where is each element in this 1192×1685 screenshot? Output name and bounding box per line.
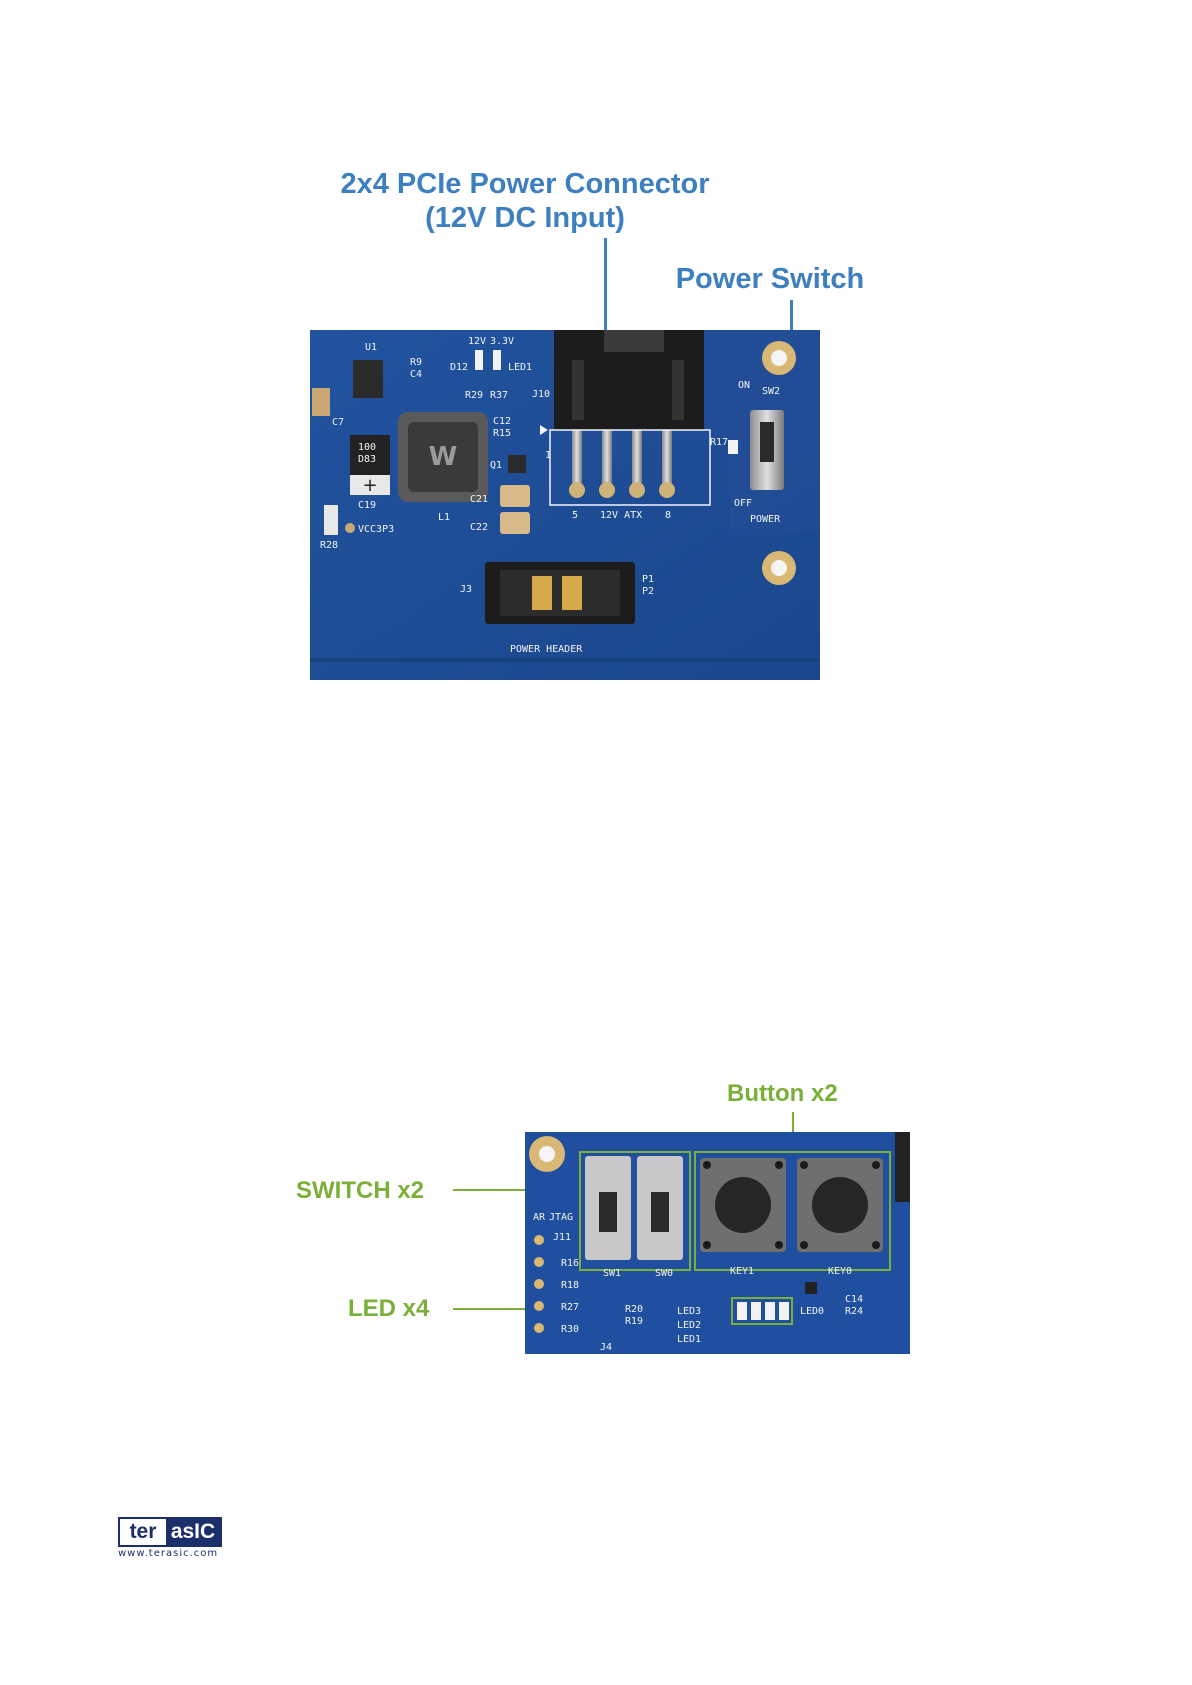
logo-ter-text: ter	[120, 1519, 166, 1545]
silk-r37: R37	[490, 390, 508, 401]
logo-asic-text: asIC	[166, 1519, 220, 1545]
silk-l1: L1	[438, 512, 450, 523]
silk-c22: C22	[470, 522, 488, 533]
silk-u1: U1	[365, 342, 377, 353]
power-switch-label: Power Switch	[675, 263, 865, 295]
silk-jtag: JTAG	[549, 1212, 573, 1223]
silk-c19: C19	[358, 500, 376, 511]
led-0	[779, 1302, 789, 1320]
silk-c21: C21	[470, 494, 488, 505]
silk-d83: D83	[358, 454, 376, 465]
silk-r28: R28	[320, 540, 338, 551]
silk-key0: KEY0	[828, 1266, 852, 1277]
silk-c7: C7	[332, 417, 344, 428]
silk-d12: D12	[450, 362, 468, 373]
button-label: Button x2	[727, 1080, 838, 1107]
silk-c12: C12	[493, 416, 511, 427]
silk-power: POWER	[750, 514, 781, 525]
silk-pin8: 8	[665, 510, 671, 521]
led-label: LED x4	[348, 1295, 430, 1322]
silk-pin5: 5	[572, 510, 578, 521]
silk-sw2: SW2	[762, 386, 780, 397]
terasic-logo: ter asIC www.terasic.com	[118, 1517, 222, 1559]
silk-pin1: 1	[545, 450, 551, 461]
connector-label: 2x4 PCIe Power Connector (12V DC Input)	[330, 167, 720, 235]
silk-r19: R19	[625, 1316, 643, 1327]
silk-d83-top: 100	[358, 442, 376, 453]
silk-p1: P1	[642, 574, 654, 585]
silk-12v: 12V	[468, 336, 486, 347]
silk-r17: R17	[710, 437, 728, 448]
silk-on: ON	[738, 380, 750, 391]
silk-r15: R15	[493, 428, 511, 439]
io-board-photo: SW1 SW0 KEY1 KEY0 AR JTAG J11 R16 R18 R2…	[525, 1132, 910, 1354]
silk-c14: C14	[845, 1294, 863, 1305]
silk-j11: J11	[553, 1232, 571, 1243]
silk-j4: J4	[600, 1342, 612, 1353]
silk-r20: R20	[625, 1304, 643, 1315]
silk-power-header: POWER HEADER	[510, 644, 583, 655]
silk-p2: P2	[642, 586, 654, 597]
svg-text:W: W	[429, 442, 458, 472]
led-3	[737, 1302, 747, 1320]
connector-label-line2: (12V DC Input)	[425, 202, 625, 234]
silk-off: OFF	[734, 498, 752, 509]
switch-leader-line-f2	[453, 1189, 583, 1191]
silk-led3: LED3	[677, 1306, 701, 1317]
logo-url: www.terasic.com	[118, 1548, 219, 1559]
silk-led2: LED2	[677, 1320, 701, 1331]
silk-led1: LED1	[677, 1334, 701, 1345]
silk-led0: LED0	[800, 1306, 824, 1317]
silk-ar: AR	[533, 1212, 546, 1223]
silk-r9: R9	[410, 357, 422, 368]
connector-label-line1: 2x4 PCIe Power Connector	[340, 168, 710, 200]
led-2	[751, 1302, 761, 1320]
silk-3v3: 3.3V	[490, 336, 514, 347]
silk-r16: R16	[561, 1258, 579, 1269]
cap-c21	[500, 485, 530, 507]
silk-r24: R24	[845, 1306, 863, 1317]
switch-label: SWITCH x2	[296, 1177, 425, 1204]
silk-led1-fig1: LED1	[508, 362, 532, 373]
button-highlight-box	[694, 1151, 891, 1271]
silk-sw0: SW0	[655, 1268, 673, 1279]
silk-j10: J10	[532, 389, 550, 400]
chip-u1	[353, 360, 383, 398]
transistor-q1	[508, 455, 526, 473]
led-highlight-box	[731, 1297, 793, 1325]
silk-r29: R29	[465, 390, 483, 401]
silk-c4: C4	[410, 369, 422, 380]
silk-vcc3p3: VCC3P3	[358, 524, 394, 535]
silk-sw1: SW1	[603, 1268, 621, 1279]
silk-r27: R27	[561, 1302, 579, 1313]
silk-r18: R18	[561, 1280, 579, 1291]
silk-r30: R30	[561, 1324, 579, 1335]
cap-c22	[500, 512, 530, 534]
silk-q1: Q1	[490, 460, 502, 471]
silk-j3: J3	[460, 584, 472, 595]
power-board-photo: W L1 U1 R9 C4 C7 + 100 D83 C19 R28 VCC3P…	[310, 330, 820, 680]
connector-leader-line	[604, 238, 607, 370]
silk-12v-atx: 12V ATX	[600, 510, 642, 521]
svg-text:+: +	[362, 475, 377, 496]
led-1	[765, 1302, 775, 1320]
silk-key1: KEY1	[730, 1266, 754, 1277]
switch-highlight-box	[579, 1151, 691, 1271]
